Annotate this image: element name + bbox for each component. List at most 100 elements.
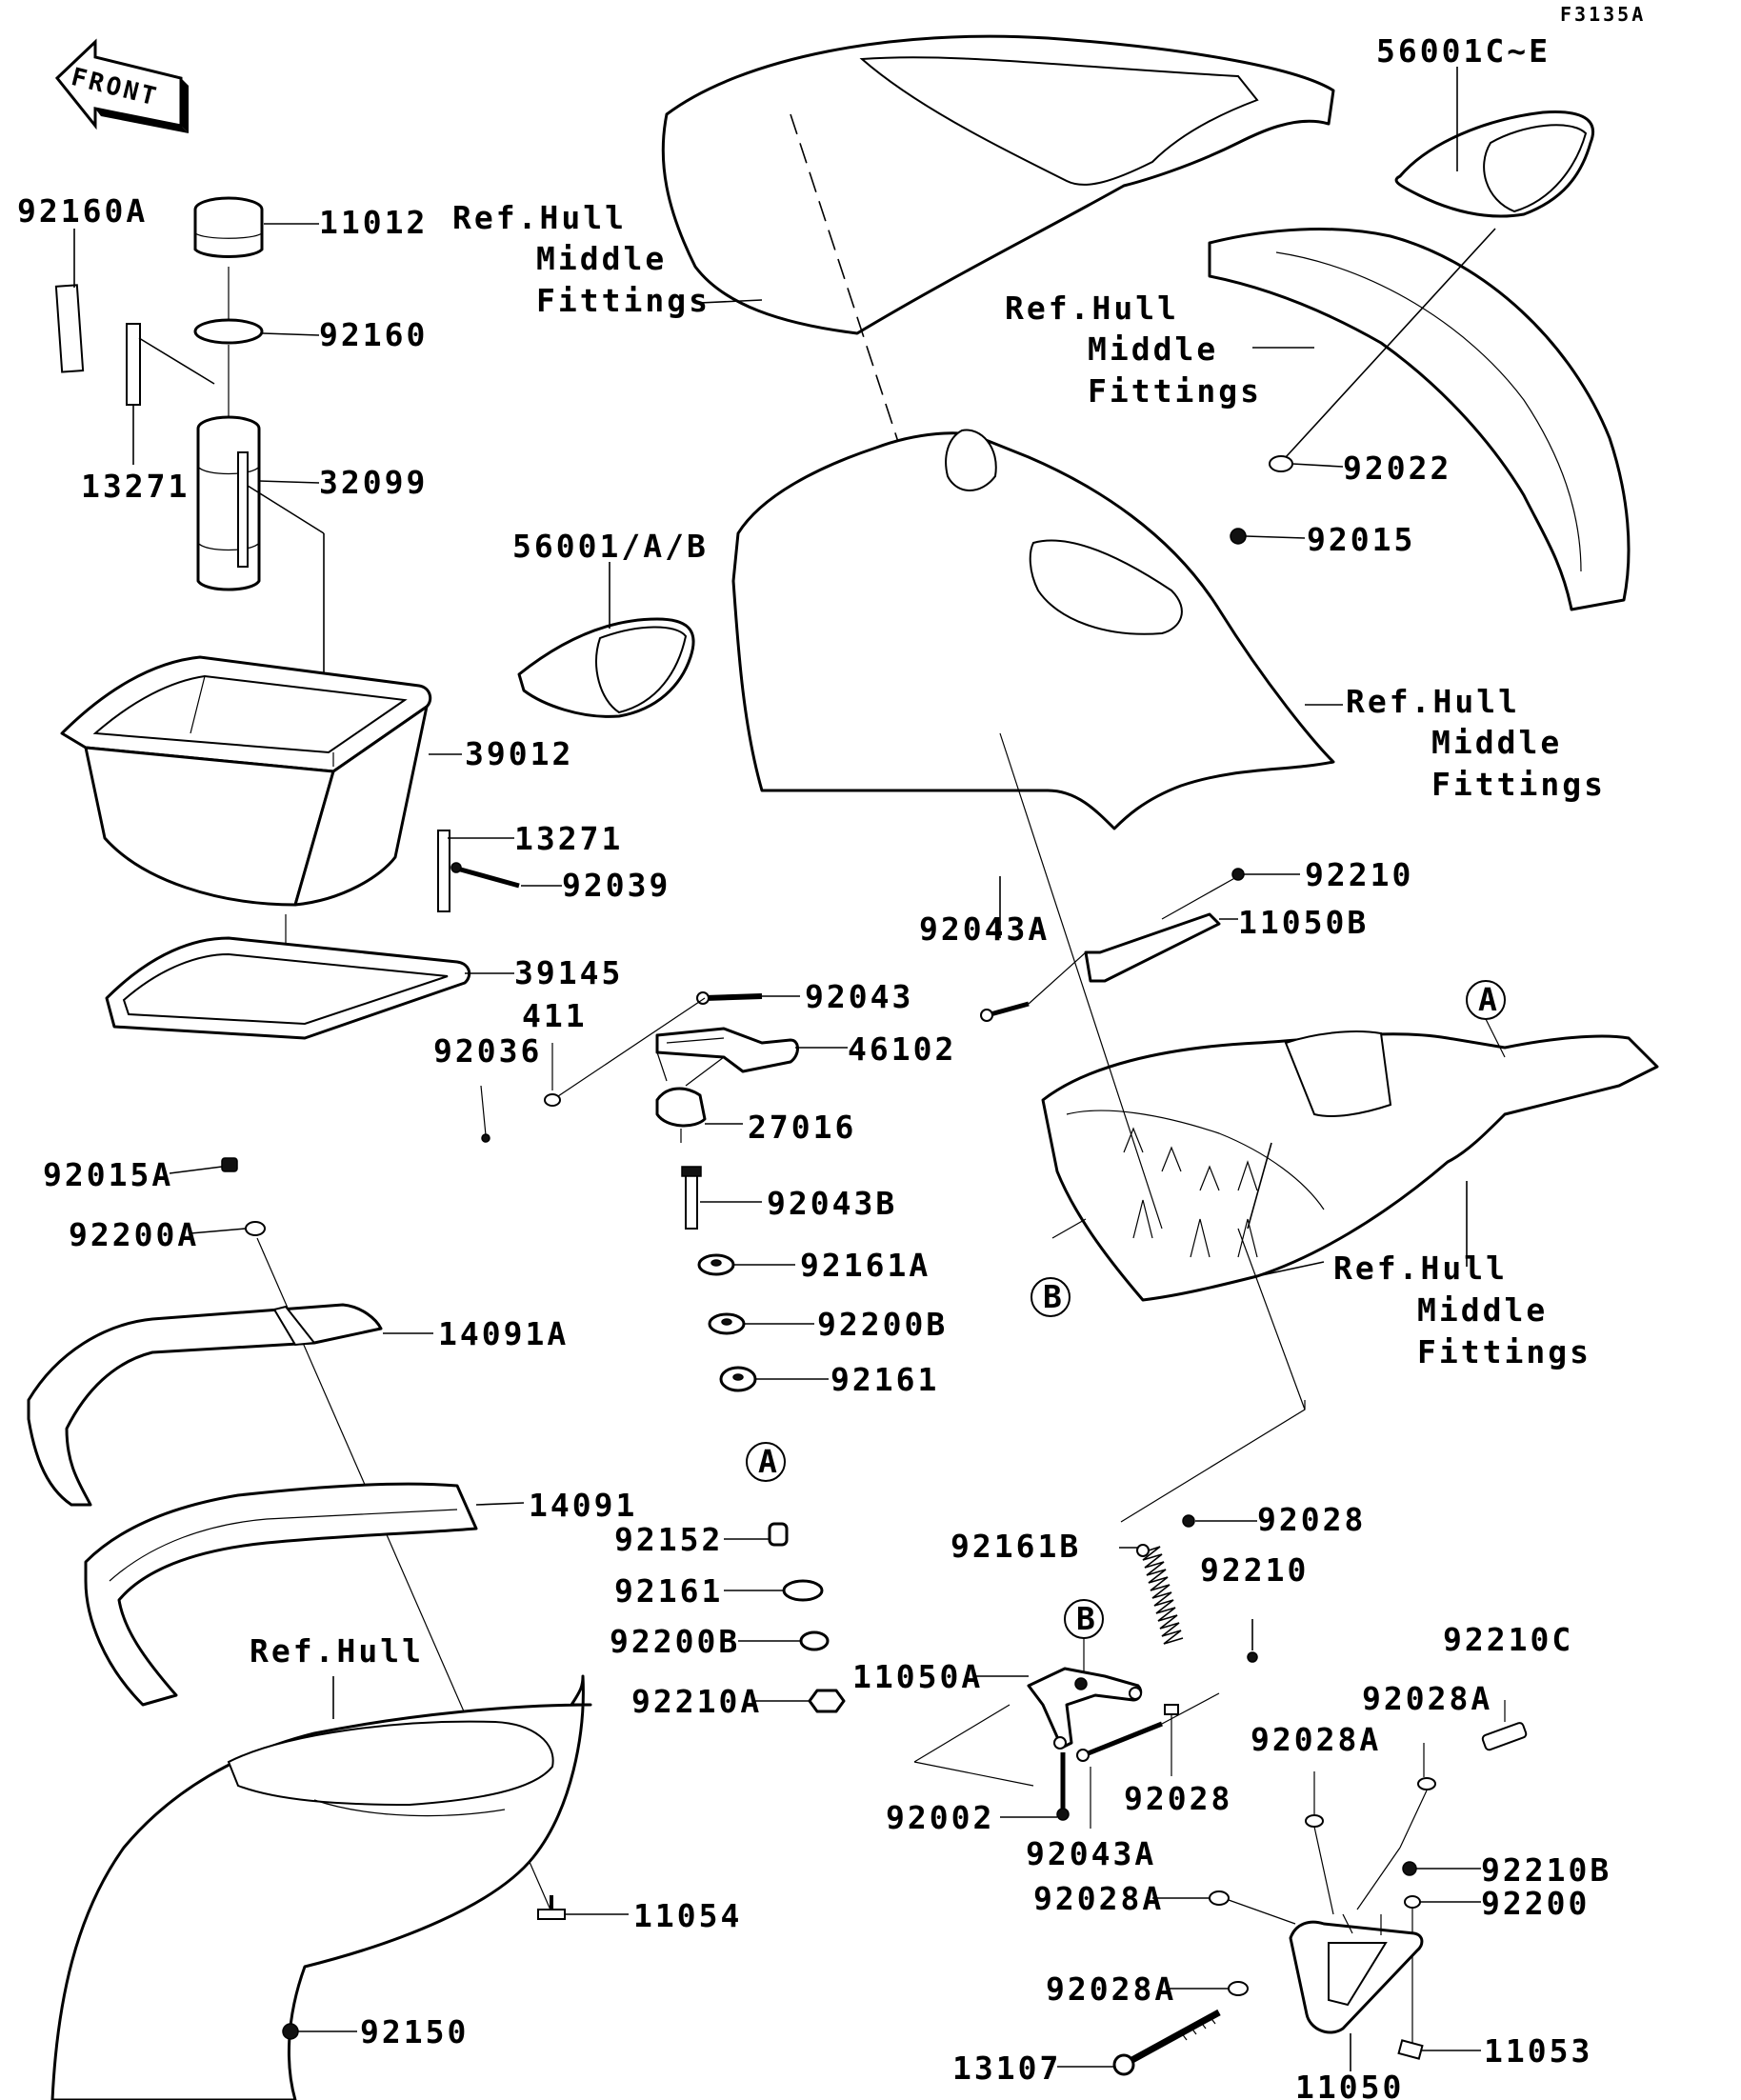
label-92150: 92150 (360, 2013, 469, 2050)
middle-hull-cover-part (731, 429, 1343, 830)
label-92043A-top: 92043A (919, 910, 1050, 948)
ring-92028-low (1164, 1704, 1179, 1715)
svg-text:Middle: Middle (1088, 330, 1218, 368)
svg-text:Fittings: Fittings (1088, 372, 1262, 410)
fastener-11054 (537, 1895, 629, 1920)
svg-text:Middle: Middle (1431, 724, 1562, 761)
label-92161-lower: 92161 (614, 1572, 723, 1610)
ref-hull-note-2: Ref.Hull Middle Fittings (1005, 290, 1262, 410)
bracket-13271-upper (126, 323, 141, 406)
washer-92022 (1269, 455, 1293, 472)
mirror-part-right (1394, 67, 1594, 218)
washer-92028A-low (1228, 1981, 1249, 1996)
ref-hull-note-3: Ref.Hull Middle Fittings (1346, 683, 1606, 803)
bolt-92210C (1481, 1700, 1528, 1751)
label-92043: 92043 (805, 978, 913, 1015)
label-92200B: 92200B (817, 1306, 948, 1343)
fuel-cap-part (193, 196, 319, 258)
washer-92161-lower (782, 1579, 824, 1602)
label-92022: 92022 (1343, 450, 1451, 487)
nut-92210A (808, 1689, 846, 1713)
filler-tube-part (196, 415, 325, 748)
label-11050B: 11050B (1238, 904, 1369, 941)
plate-11053 (1397, 2039, 1424, 2060)
washer-92200A (245, 1221, 266, 1236)
nut-92210B (1402, 1861, 1417, 1876)
label-14091: 14091 (529, 1487, 637, 1524)
label-92015: 92015 (1307, 521, 1415, 558)
bolt-13107 (1057, 2009, 1221, 2076)
bolt-92039 (450, 862, 520, 889)
label-92161A: 92161A (800, 1247, 931, 1284)
svg-text:Fittings: Fittings (1431, 766, 1606, 803)
spring-92161B (1119, 1544, 1184, 1645)
label-56001CE: 56001C~E (1376, 32, 1551, 70)
callout-A-mid (746, 1442, 786, 1482)
label-92210A: 92210A (631, 1683, 762, 1720)
label-14091A: 14091A (438, 1315, 569, 1352)
front-arrow-icon: FRONT (54, 38, 189, 133)
handle-11050 (1289, 1913, 1424, 2071)
label-92043B: 92043B (767, 1185, 897, 1222)
washer-92028A-right (1417, 1777, 1436, 1790)
label-92002: 92002 (886, 1799, 994, 1836)
bracket-13271-lower (437, 830, 450, 912)
label-13271-upper: 13271 (81, 468, 190, 505)
label-92043A-low: 92043A (1026, 1835, 1156, 1872)
washer-92210-mid (1247, 1651, 1258, 1663)
label-46102: 46102 (848, 1030, 956, 1068)
label-92028-low: 92028 (1124, 1780, 1232, 1817)
label-92028A-right: 92028A (1362, 1680, 1492, 1717)
label-39012: 39012 (465, 735, 573, 772)
label-32099: 32099 (319, 464, 428, 501)
diagram-code: F3135A (1560, 3, 1646, 26)
svg-text:Middle: Middle (1417, 1291, 1548, 1329)
label-92028A-left: 92028A (1033, 1880, 1164, 1917)
label-92160A: 92160A (17, 192, 148, 230)
label-92028A-mid: 92028A (1251, 1721, 1381, 1758)
ring-92028-top (1182, 1514, 1195, 1528)
svg-text:Ref.Hull: Ref.Hull (452, 199, 627, 236)
label-92210C: 92210C (1443, 1621, 1573, 1658)
label-27016: 27016 (748, 1109, 856, 1146)
label-92028-top: 92028 (1257, 1501, 1366, 1538)
label-411: 411 (522, 997, 588, 1034)
label-92210-mid: 92210 (1200, 1551, 1309, 1589)
label-56001AB: 56001/A/B (512, 528, 709, 565)
label-92200A: 92200A (69, 1216, 199, 1253)
washer-92200B-lower (799, 1630, 830, 1651)
label-11053: 11053 (1484, 2032, 1592, 2070)
washer-411 (544, 1093, 561, 1107)
label-11054: 11054 (633, 1897, 742, 1934)
label-92015A: 92015A (43, 1156, 173, 1193)
label-92039: 92039 (562, 867, 670, 904)
trim-14091 (84, 1482, 525, 1707)
svg-text:Middle: Middle (536, 240, 667, 277)
strip-92160A (54, 284, 85, 373)
label-11012: 11012 (319, 204, 428, 241)
screw-92150 (282, 2023, 357, 2040)
callout-B-left (1031, 1277, 1071, 1317)
bracket-11050A (913, 1667, 1143, 1787)
bolt-92043A-low (1076, 1721, 1163, 1762)
svg-text:B: B (1043, 1278, 1062, 1315)
svg-text:Fittings: Fittings (1417, 1333, 1591, 1370)
label-13107: 13107 (952, 2050, 1061, 2087)
bolt-92043B (681, 1166, 762, 1230)
svg-text:A: A (758, 1443, 777, 1480)
label-92152: 92152 (614, 1521, 723, 1558)
bracket-11050B (1084, 875, 1239, 983)
washer-92028A-mid (1305, 1814, 1324, 1828)
deck-cover-part (661, 34, 1335, 449)
label-92200: 92200 (1481, 1885, 1590, 1922)
gasket-ring-part (105, 936, 514, 1040)
pin-92043 (696, 991, 763, 1005)
bolt-92043A-top (980, 1001, 1030, 1022)
label-92028A-low: 92028A (1046, 1970, 1176, 2008)
lever-46102 (655, 1027, 848, 1087)
ref-hull-note-1: Ref.Hull Middle Fittings (452, 199, 708, 319)
label-92161: 92161 (830, 1361, 939, 1398)
hull-tray-part (1041, 1030, 1659, 1302)
nut-92015A (221, 1157, 238, 1172)
label-11050A: 11050A (852, 1658, 983, 1695)
